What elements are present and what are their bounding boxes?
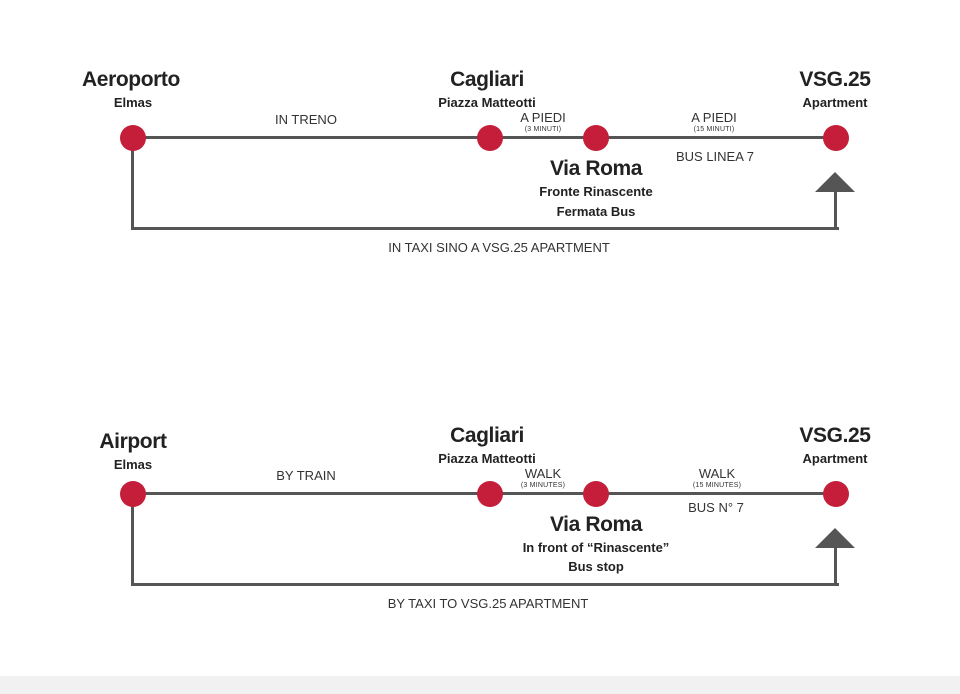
stop-line-1: Fronte Rinascente xyxy=(539,184,653,199)
walk-short-label: WALK xyxy=(524,466,562,481)
station-stop-dot xyxy=(583,481,609,507)
station-dest-dot xyxy=(823,125,849,151)
walk-short-label: A PIEDI xyxy=(520,110,566,125)
route-diagram-italian: Aeroporto Elmas Cagliari Piazza Matteott… xyxy=(0,0,960,255)
stop-line-2: Bus stop xyxy=(568,559,624,574)
taxi-label: BY TAXI TO VSG.25 APARTMENT xyxy=(387,596,589,611)
station-stop-dot xyxy=(583,125,609,151)
taxi-line-bottom xyxy=(131,583,839,586)
station-hub-dot xyxy=(477,125,503,151)
dest-title: VSG.25 xyxy=(799,424,871,447)
arrow-up-icon xyxy=(815,172,855,192)
walk-short-time: (3 MINUTES) xyxy=(520,482,566,489)
walk-long-label: WALK xyxy=(698,466,736,481)
train-label: BY TRAIN xyxy=(276,468,336,483)
walk-long-label: A PIEDI xyxy=(691,110,737,125)
hub-title: Cagliari xyxy=(450,424,524,447)
hub-subtitle: Piazza Matteotti xyxy=(438,95,536,110)
walk-long-time: (15 MINUTI) xyxy=(693,126,735,133)
hub-title: Cagliari xyxy=(450,68,524,91)
station-origin-dot xyxy=(120,125,146,151)
stop-title: Via Roma xyxy=(549,513,643,536)
bus-label: BUS N° 7 xyxy=(688,500,744,515)
stop-title: Via Roma xyxy=(549,157,643,180)
stop-line-2: Fermata Bus xyxy=(556,204,636,219)
walk-short-time: (3 MINUTI) xyxy=(524,126,562,133)
station-dest-dot xyxy=(823,481,849,507)
taxi-line-left xyxy=(131,494,134,586)
origin-title: Airport xyxy=(99,430,167,453)
hub-subtitle: Piazza Matteotti xyxy=(438,451,536,466)
bottom-band xyxy=(0,676,960,694)
route-diagram-english: Airport Elmas Cagliari Piazza Matteotti … xyxy=(0,356,960,611)
dest-title: VSG.25 xyxy=(799,68,871,91)
taxi-line-left xyxy=(131,138,134,230)
dest-subtitle: Apartment xyxy=(802,95,868,110)
walk-long-time: (15 MINUTES) xyxy=(692,482,742,489)
stop-line-1: In front of “Rinascente” xyxy=(522,540,670,555)
bus-label: BUS LINEA 7 xyxy=(675,149,755,164)
dest-subtitle: Apartment xyxy=(802,451,868,466)
train-label: IN TRENO xyxy=(275,112,337,127)
taxi-line-right xyxy=(834,546,837,586)
station-hub-dot xyxy=(477,481,503,507)
arrow-up-icon xyxy=(815,528,855,548)
taxi-label: IN TAXI SINO A VSG.25 APARTMENT xyxy=(388,240,610,255)
station-origin-dot xyxy=(120,481,146,507)
taxi-line-right xyxy=(834,190,837,230)
taxi-line-bottom xyxy=(131,227,839,230)
origin-subtitle: Elmas xyxy=(113,95,153,110)
origin-title: Aeroporto xyxy=(82,68,180,91)
origin-subtitle: Elmas xyxy=(113,457,153,472)
